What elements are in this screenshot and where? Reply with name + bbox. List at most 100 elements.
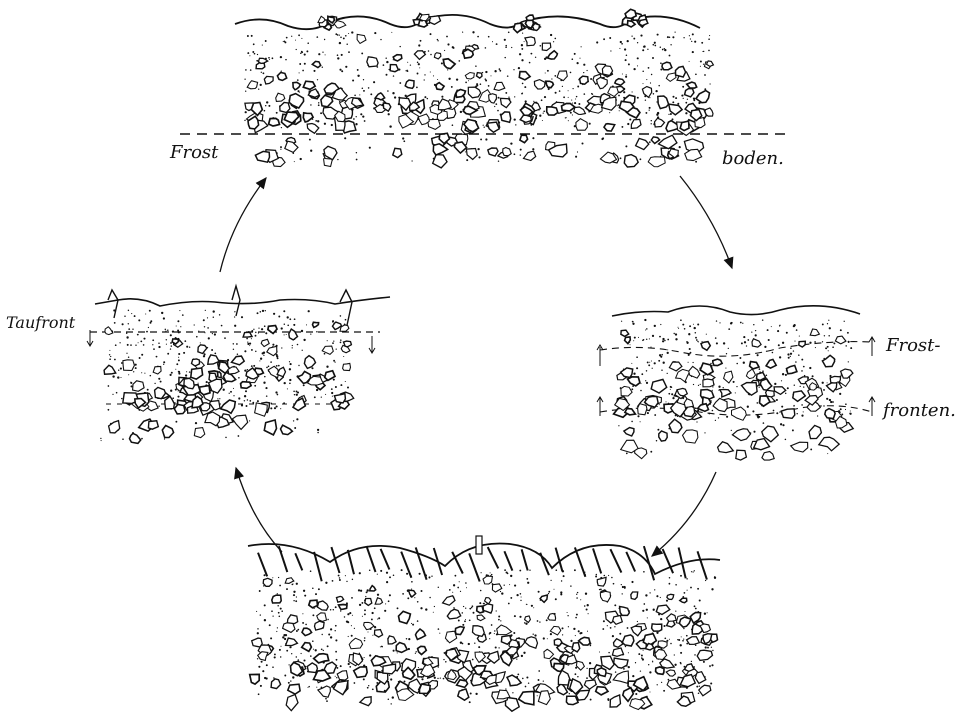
stone [822, 355, 834, 366]
stone [272, 595, 281, 603]
stone [375, 630, 383, 638]
stone [313, 322, 319, 327]
stone [105, 327, 113, 335]
label-boden: boden. [722, 150, 784, 168]
stone [659, 135, 677, 149]
stone [687, 82, 697, 88]
stone [754, 439, 770, 450]
stone [488, 148, 498, 156]
stone [825, 409, 835, 419]
stone [667, 594, 674, 599]
label-frost: Frost [170, 144, 218, 162]
stone [221, 400, 236, 413]
stone [732, 407, 747, 420]
stone [198, 345, 207, 354]
stone [621, 330, 629, 336]
stone [255, 403, 268, 416]
stone [397, 689, 414, 701]
stone [799, 341, 806, 347]
stone [468, 87, 480, 98]
stone [639, 19, 648, 25]
stone [562, 103, 575, 111]
stone [507, 675, 521, 686]
stone [660, 659, 674, 668]
stone [655, 650, 667, 660]
stone [455, 627, 464, 635]
stone [241, 382, 252, 389]
stone [680, 121, 689, 131]
stone [317, 613, 327, 622]
stone [554, 639, 562, 646]
stone [208, 355, 219, 364]
stone [483, 604, 493, 613]
stone [604, 124, 615, 131]
stone [819, 437, 839, 451]
stone [192, 359, 200, 366]
stone [547, 107, 558, 115]
label-taufront: Taufront [6, 315, 75, 331]
soil-panel-right [597, 306, 875, 460]
stone [457, 680, 468, 688]
stone [810, 329, 819, 336]
stone [405, 80, 414, 88]
stone [703, 379, 714, 387]
stone [447, 609, 460, 619]
stone [285, 141, 298, 152]
stone [631, 626, 641, 636]
stone [707, 61, 714, 67]
stone [133, 381, 145, 392]
cycle-arrows [220, 176, 732, 556]
stone [534, 80, 545, 89]
stone [364, 622, 374, 629]
surface-line [612, 306, 860, 316]
stone [302, 628, 312, 635]
stone [276, 93, 285, 101]
stone [148, 421, 158, 429]
stone [280, 103, 290, 113]
stone [683, 430, 698, 443]
arrow-top-to-right [680, 176, 732, 268]
stone [477, 606, 484, 613]
stone [487, 122, 499, 132]
stone [576, 119, 588, 131]
stone [232, 415, 247, 429]
stone [695, 672, 706, 684]
stone [636, 138, 649, 149]
stone [548, 614, 556, 621]
stone [720, 390, 731, 398]
stone [662, 62, 672, 69]
stone [750, 362, 759, 369]
stone [104, 365, 116, 374]
stone [713, 359, 722, 366]
stone [651, 379, 667, 393]
stone [625, 337, 631, 344]
stone [200, 386, 210, 395]
stone [610, 695, 620, 707]
stone [317, 601, 328, 610]
arrow-bottom-to-left [236, 468, 282, 552]
stone [736, 450, 747, 460]
stone [153, 367, 161, 375]
stone [514, 23, 522, 32]
stone [685, 89, 694, 97]
stone [542, 43, 551, 50]
stone [247, 81, 257, 89]
stone [436, 83, 444, 90]
stone [263, 578, 272, 586]
stone [613, 671, 628, 683]
stone [194, 428, 205, 438]
stone [258, 652, 268, 661]
stone [172, 339, 178, 344]
stone [596, 687, 608, 695]
stone [700, 363, 713, 375]
stone [497, 625, 512, 635]
frost-front-upper [600, 342, 870, 357]
stone [343, 363, 351, 370]
stone [414, 51, 425, 60]
stone [492, 584, 501, 592]
stone [375, 93, 385, 100]
stone [841, 369, 853, 378]
stone [416, 629, 426, 640]
stone [519, 692, 534, 705]
